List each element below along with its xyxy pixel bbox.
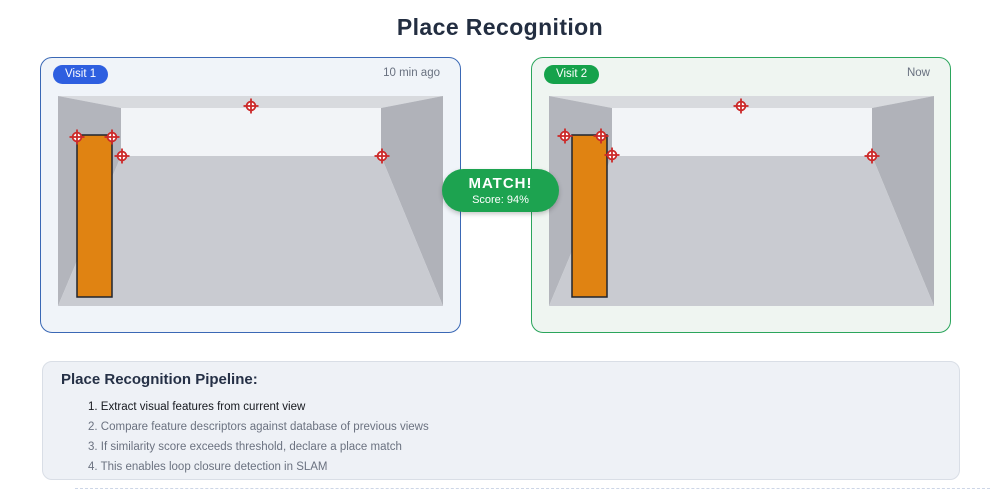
feature-marker-icon [104,129,120,145]
visit2-timestamp: Now [906,67,930,79]
visit1-badge: Visit 1 [53,65,109,84]
pipeline-heading: Place Recognition Pipeline: [61,371,258,388]
floor [549,156,934,306]
feature-marker-icon [114,148,130,164]
page-title: Place Recognition [396,14,604,40]
feature-marker-icon [69,129,85,145]
door [76,134,113,298]
visit1-timestamp: 10 min ago [383,67,440,79]
visit2-badge: Visit 2 [544,65,600,84]
feature-marker-icon [733,98,749,114]
feature-marker-icon [593,128,609,144]
pipeline-step-2: 2. Compare feature descriptors against d… [88,421,429,433]
pipeline-box: Place Recognition Pipeline: 1. Extract v… [42,361,960,480]
visit1-panel: Visit 1 10 min ago [40,57,461,333]
bottom-divider [75,488,990,489]
match-score: Score: 94% [472,194,529,206]
visit2-room-view [549,96,934,306]
back-wall [121,108,381,156]
right-wall [381,96,443,306]
visit1-room-svg [58,96,443,306]
pipeline-step-3: 3. If similarity score exceeds threshold… [88,441,402,453]
feature-marker-icon [557,128,573,144]
visit2-panel: Visit 2 Now [531,57,951,333]
feature-marker-icon [374,148,390,164]
floor [58,156,443,306]
right-wall [872,96,934,306]
match-badge: MATCH! Score: 94% [442,169,559,212]
back-wall [612,108,872,156]
door [571,134,608,298]
match-label: MATCH! [468,175,533,192]
visit2-room-svg [549,96,934,306]
feature-marker-icon [864,148,880,164]
feature-marker-icon [243,98,259,114]
pipeline-step-1: 1. Extract visual features from current … [88,401,306,413]
feature-marker-icon [604,147,620,163]
pipeline-step-4: 4. This enables loop closure detection i… [88,461,328,473]
visit1-room-view [58,96,443,306]
